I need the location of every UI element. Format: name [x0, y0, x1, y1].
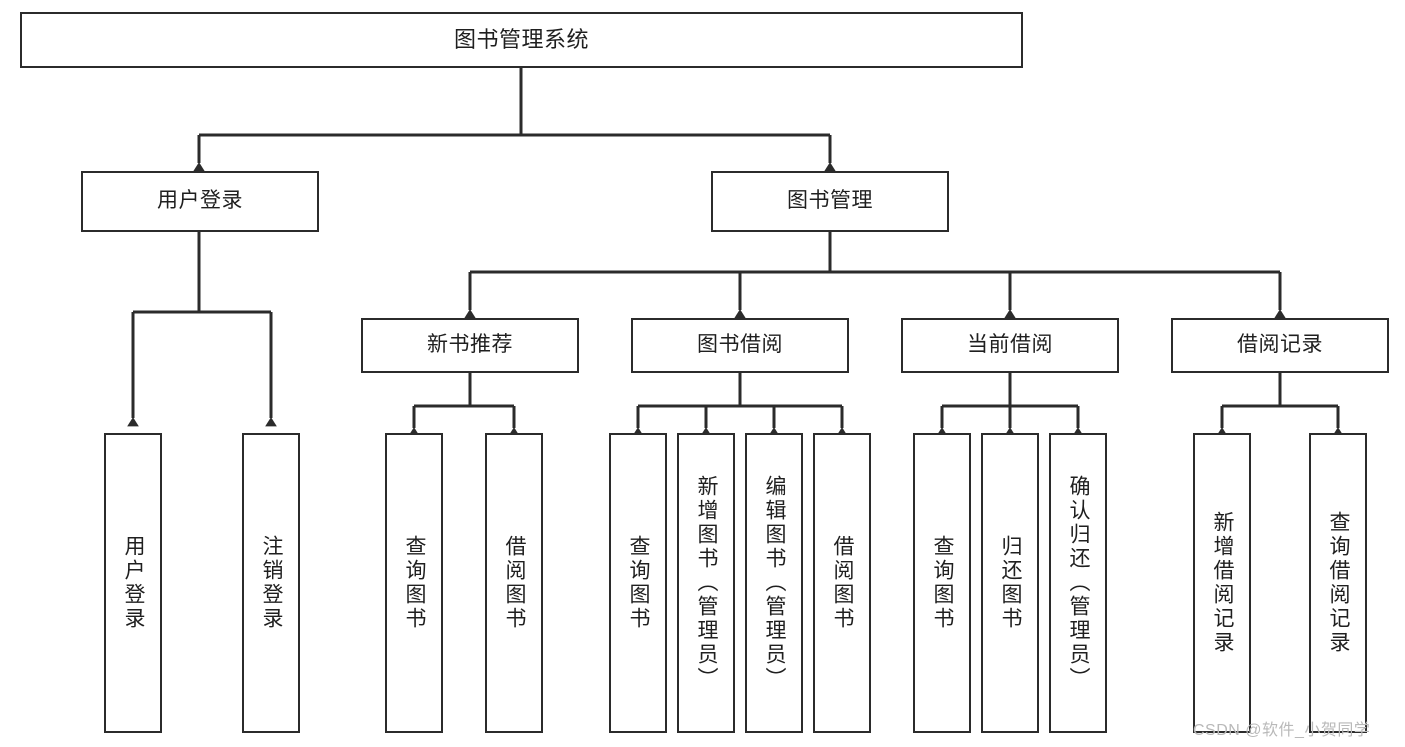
node-book-manage[interactable]: 图书管理 [711, 171, 949, 232]
node-leaf-user-logout-label: 注销登录 [260, 535, 284, 631]
node-book-borrow[interactable]: 图书借阅 [631, 318, 849, 373]
node-leaf-query-book-1-label: 查询图书 [403, 535, 427, 631]
node-leaf-add-book[interactable]: 新增图书（管理员） [677, 433, 735, 733]
node-leaf-user-login-label: 用户登录 [122, 535, 146, 631]
node-borrow-record-label: 借阅记录 [1237, 333, 1323, 357]
node-user-login-label: 用户登录 [157, 189, 243, 213]
node-leaf-add-record-label: 新增借阅记录 [1211, 511, 1235, 655]
node-new-book-rec[interactable]: 新书推荐 [361, 318, 579, 373]
node-leaf-query-book-3-label: 查询图书 [931, 535, 955, 631]
node-current-borrow[interactable]: 当前借阅 [901, 318, 1119, 373]
node-root-label: 图书管理系统 [453, 27, 589, 53]
node-leaf-confirm-return[interactable]: 确认归还（管理员） [1049, 433, 1107, 733]
node-new-book-rec-label: 新书推荐 [427, 333, 513, 357]
node-leaf-query-book-1[interactable]: 查询图书 [385, 433, 443, 733]
node-leaf-add-record[interactable]: 新增借阅记录 [1193, 433, 1251, 733]
node-book-manage-label: 图书管理 [787, 189, 873, 213]
node-book-borrow-label: 图书借阅 [697, 333, 783, 357]
node-borrow-record[interactable]: 借阅记录 [1171, 318, 1389, 373]
node-leaf-query-book-2-label: 查询图书 [627, 535, 651, 631]
node-leaf-query-record[interactable]: 查询借阅记录 [1309, 433, 1367, 733]
node-root[interactable]: 图书管理系统 [20, 12, 1023, 68]
node-leaf-user-logout[interactable]: 注销登录 [242, 433, 300, 733]
node-leaf-query-book-2[interactable]: 查询图书 [609, 433, 667, 733]
node-user-login[interactable]: 用户登录 [81, 171, 319, 232]
node-leaf-return-book[interactable]: 归还图书 [981, 433, 1039, 733]
node-leaf-borrow-book-2[interactable]: 借阅图书 [813, 433, 871, 733]
node-leaf-edit-book-label: 编辑图书（管理员） [763, 475, 787, 691]
node-leaf-edit-book[interactable]: 编辑图书（管理员） [745, 433, 803, 733]
node-leaf-user-login[interactable]: 用户登录 [104, 433, 162, 733]
node-leaf-confirm-return-label: 确认归还（管理员） [1067, 475, 1091, 691]
node-leaf-add-book-label: 新增图书（管理员） [695, 475, 719, 691]
node-leaf-borrow-book-2-label: 借阅图书 [831, 535, 855, 631]
node-leaf-query-book-3[interactable]: 查询图书 [913, 433, 971, 733]
node-leaf-borrow-book-1-label: 借阅图书 [503, 535, 527, 631]
node-leaf-return-book-label: 归还图书 [999, 535, 1023, 631]
node-current-borrow-label: 当前借阅 [967, 333, 1053, 357]
node-leaf-query-record-label: 查询借阅记录 [1327, 511, 1351, 655]
node-leaf-borrow-book-1[interactable]: 借阅图书 [485, 433, 543, 733]
